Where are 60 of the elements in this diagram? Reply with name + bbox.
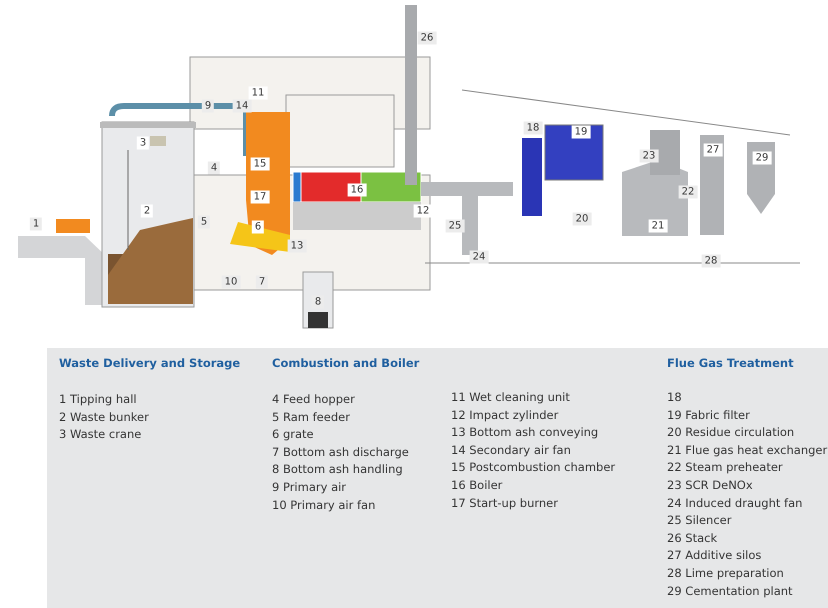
legend-entry: 7 Bottom ash discharge	[272, 444, 409, 459]
callout-number: 23	[640, 150, 658, 162]
legend-entry: 2 Waste bunker	[59, 410, 149, 424]
section-heading: Flue Gas Treatment	[667, 356, 794, 370]
callout-number: 6	[252, 220, 264, 234]
callout-number: 26	[418, 32, 436, 44]
callout-number: 4	[208, 162, 220, 174]
legend-entry: 24 Induced draught fan	[667, 496, 802, 510]
callout-number: 20	[572, 212, 592, 226]
legend-entry: 6 grate	[272, 427, 314, 442]
callout-number: 18	[524, 122, 542, 134]
legend-entry: 18	[667, 390, 682, 404]
callout-number: 13	[288, 240, 306, 252]
callout-number: 24	[470, 250, 488, 264]
legend-entry: 4 Feed hopper	[272, 392, 355, 406]
legend-entry: 10 Primary air fan	[272, 498, 376, 512]
callout-number: 21	[648, 220, 668, 232]
legend-entry: 25 Silencer	[667, 513, 732, 528]
legend-entry: 3 Waste crane	[59, 427, 142, 442]
callout-number: 11	[248, 86, 268, 100]
callout-number: 10	[222, 276, 240, 288]
callout-number: 17	[250, 190, 270, 204]
callout-number: 12	[414, 204, 432, 218]
legend-entry: 19 Fabric filter	[667, 408, 750, 422]
callout-number: 9	[202, 100, 214, 112]
legend-entry: 21 Flue gas heat exchanger	[667, 442, 828, 457]
callout-number: 29	[752, 152, 772, 164]
callout-number: 2	[140, 204, 154, 218]
callout-number: 19	[572, 126, 590, 138]
legend-entry: 1 Tipping hall	[59, 392, 137, 406]
legend-entry: 16 Boiler	[451, 478, 502, 492]
legend-entry: 5 Ram feeder	[272, 410, 350, 424]
section-heading: Combustion and Boiler	[272, 356, 420, 370]
callout-number: 3	[136, 136, 150, 150]
legend-entry: 12 Impact zylinder	[451, 408, 558, 422]
legend-entry: 13 Bottom ash conveying	[451, 425, 598, 440]
legend-entry: 9 Primary air	[272, 480, 346, 494]
legend-entry: 11 Wet cleaning unit	[451, 390, 570, 404]
callout-number: 27	[704, 144, 722, 156]
legend-entry: 20 Residue circulation	[667, 425, 794, 440]
callout-number: 15	[250, 158, 270, 170]
section-heading: Waste Delivery and Storage	[59, 356, 240, 370]
legend-entry: 14 Secondary air fan	[451, 442, 571, 457]
legend-entry: 27 Additive silos	[667, 548, 762, 562]
legend-entry: 15 Postcombustion chamber	[451, 460, 616, 474]
legend-entry: 8 Bottom ash handling	[272, 462, 403, 476]
callout-number: 14	[232, 100, 252, 112]
callout-number: 1	[30, 218, 42, 230]
callout-number: 28	[702, 254, 720, 268]
callout-number: 25	[446, 220, 464, 232]
legend-entry: 17 Start-up burner	[451, 496, 558, 510]
callout-number: 16	[348, 184, 366, 196]
legend-entry: 26 Stack	[667, 530, 718, 545]
callout-number: 7	[256, 276, 268, 288]
legend-entry: 23 SCR DeNOx	[667, 478, 753, 492]
legend-entry: 29 Cementation plant	[667, 584, 793, 598]
callout-number: 5	[198, 216, 210, 228]
legend-entry: 28 Lime preparation	[667, 566, 784, 580]
callout-number: 22	[678, 186, 698, 198]
legend-entry: 22 Steam preheater	[667, 460, 783, 474]
